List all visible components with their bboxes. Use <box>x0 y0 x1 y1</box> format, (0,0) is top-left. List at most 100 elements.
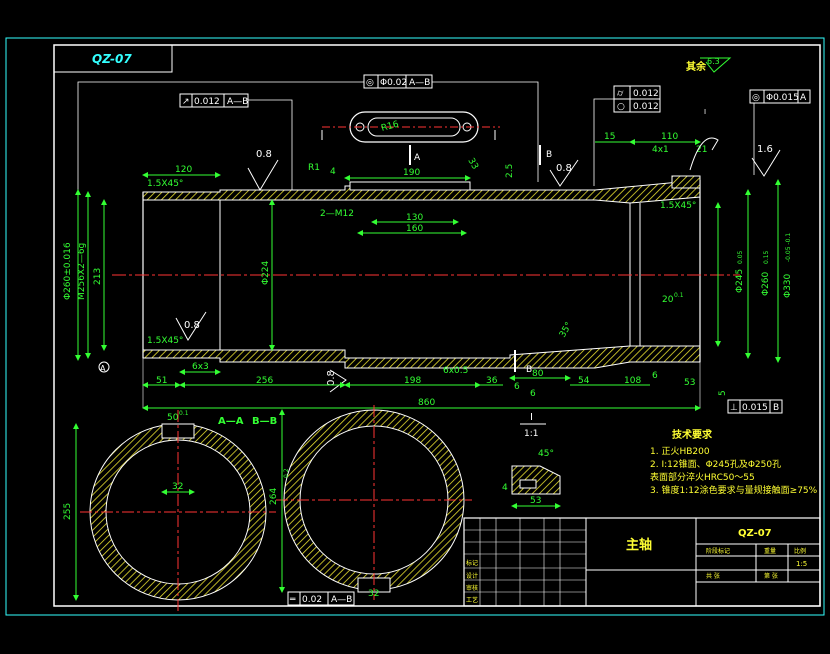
svg-text:264: 264 <box>269 488 279 505</box>
tb-sheet-1: 共 张 <box>706 572 720 580</box>
gdt-coax-top: ◎ Φ0.02 A—B <box>77 74 539 190</box>
svg-text:B—B: B—B <box>252 416 277 427</box>
svg-text:M256X2—6g: M256X2—6g <box>77 243 87 300</box>
svg-text:4: 4 <box>502 483 508 493</box>
svg-text:1.6: 1.6 <box>757 144 773 155</box>
section-marker-b-bottom: B <box>526 365 532 375</box>
svg-text:0.02: 0.02 <box>302 595 322 605</box>
outer-frame <box>5 37 825 616</box>
svg-text:0.012: 0.012 <box>633 102 659 112</box>
tb-header-3: 比例 <box>794 547 806 555</box>
svg-text:◎: ◎ <box>366 78 374 88</box>
svg-text:⌭: ⌭ <box>617 89 624 99</box>
svg-text:256: 256 <box>256 376 273 386</box>
title-block: 标记 设计 审核 工艺 主轴 QZ-07 阶段标记 重量 比例 1:5 共 张 … <box>463 517 821 607</box>
gdt-coax-right: ◎ Φ0.015 A <box>749 89 811 175</box>
svg-text:15: 15 <box>604 132 615 142</box>
svg-text:51: 51 <box>156 376 167 386</box>
gdt-perp-right: ⊥ 0.015 B <box>727 399 783 414</box>
svg-text:6: 6 <box>530 389 536 399</box>
shaft-top-wall <box>142 179 701 204</box>
tb-header-2: 重量 <box>764 547 776 555</box>
dim-33: 33 <box>465 157 479 172</box>
svg-text:Φ0.02: Φ0.02 <box>380 78 407 88</box>
svg-text:21: 21 <box>696 145 707 155</box>
svg-text:0.012: 0.012 <box>633 89 659 99</box>
svg-text:Φ260: Φ260 <box>761 271 771 296</box>
svg-text:860: 860 <box>418 398 435 408</box>
svg-text:0.8: 0.8 <box>256 149 272 160</box>
svg-text:6x0.5: 6x0.5 <box>443 366 468 376</box>
dim-r16: R16 <box>380 120 400 134</box>
section-bb-view: B—B 264 0.2 32 <box>252 405 472 600</box>
svg-text:Φ224: Φ224 <box>261 260 271 285</box>
gdt-runout-left: ↗ 0.012 A—B <box>179 93 293 190</box>
keyway-slot <box>349 181 471 191</box>
roughness-top-left: 0.8 <box>247 149 279 192</box>
tb-scale: 1:5 <box>796 560 807 568</box>
svg-text:6: 6 <box>514 382 520 392</box>
svg-text:0.05: 0.05 <box>737 250 744 264</box>
code-box <box>53 44 173 73</box>
svg-text:36: 36 <box>486 376 498 386</box>
tech-req-1: 1. 正火HB200 <box>650 446 710 457</box>
svg-text:0.8: 0.8 <box>556 163 572 174</box>
dims-left: Φ260±0.016 M256X2—6g 213 Φ224 1.5X45° A <box>63 189 275 373</box>
svg-text:0.012: 0.012 <box>194 97 220 107</box>
svg-text:═: ═ <box>289 595 296 605</box>
remainder-label: 其余 <box>686 60 707 73</box>
tb-row-1: 标记 <box>466 559 478 567</box>
tech-req-3: 表面部分淬火HRC50～55 <box>650 471 755 483</box>
svg-text:110: 110 <box>661 132 678 142</box>
svg-text:54: 54 <box>578 376 590 386</box>
section-marker-b: B <box>546 150 552 160</box>
svg-text:○: ○ <box>617 102 625 112</box>
svg-text:1.5X45°: 1.5X45° <box>147 336 183 346</box>
gdt-parallel-bottom: ═ 0.02 A—B <box>287 591 355 606</box>
roughness-bore-left: 0.8 <box>175 311 207 341</box>
svg-text:I: I <box>530 412 533 423</box>
svg-text:80: 80 <box>532 369 544 379</box>
svg-text:-0.05 -0.1: -0.05 -0.1 <box>785 233 792 262</box>
svg-text:108: 108 <box>624 376 641 386</box>
remainder-roughness-value: 6.3 <box>707 57 720 66</box>
section-marker-a: A <box>414 153 421 163</box>
tb-part-name: 主轴 <box>626 537 652 553</box>
svg-text:I: I <box>704 108 706 116</box>
tech-req-4: 3. 锥度1:12涂色要求与量规接触面≥75% <box>650 484 818 496</box>
inner-border <box>53 44 821 607</box>
svg-text:A—B: A—B <box>331 595 352 605</box>
svg-text:50: 50 <box>167 413 179 423</box>
svg-text:45°: 45° <box>538 449 554 459</box>
dims-right: Φ245 0.05 Φ260 0.15 Φ330 -0.05 -0.1 20 0… <box>558 179 793 363</box>
datum-a: A <box>100 364 106 373</box>
right-flange <box>671 175 701 189</box>
svg-text:0.015: 0.015 <box>742 403 768 413</box>
svg-text:53: 53 <box>530 496 541 506</box>
svg-text:4: 4 <box>330 167 336 177</box>
roughness-top-mid: 0.8 <box>549 159 579 187</box>
svg-text:32: 32 <box>172 482 183 492</box>
svg-text:0.1: 0.1 <box>674 292 684 299</box>
detail-i-view: I 1:1 45° 4 53 <box>502 412 561 509</box>
tb-header-1: 阶段标记 <box>706 547 730 555</box>
svg-text:A: A <box>800 93 807 103</box>
svg-text:213: 213 <box>93 268 103 285</box>
svg-text:53: 53 <box>684 378 695 388</box>
drawing-code-top: QZ-07 <box>92 52 132 66</box>
svg-text:A—A: A—A <box>218 416 244 427</box>
svg-text:0.8: 0.8 <box>326 370 337 386</box>
svg-text:0.15: 0.15 <box>763 250 770 264</box>
shaft-main-view <box>112 175 740 369</box>
svg-text:0.8: 0.8 <box>184 320 200 331</box>
tb-row-3: 审核 <box>466 584 478 592</box>
svg-text:Φ260±0.016: Φ260±0.016 <box>63 242 73 300</box>
svg-text:255: 255 <box>63 503 73 520</box>
technical-requirements: 技术要求 1. 正火HB200 2. Ⅰ:12锥面、Φ245孔及Φ250孔 表面… <box>650 428 818 496</box>
tech-req-2: 2. Ⅰ:12锥面、Φ245孔及Φ250孔 <box>650 458 781 470</box>
svg-text:160: 160 <box>406 224 423 234</box>
svg-text:B: B <box>773 403 779 413</box>
svg-text:⊥: ⊥ <box>730 403 738 413</box>
svg-text:6x3: 6x3 <box>192 362 209 372</box>
